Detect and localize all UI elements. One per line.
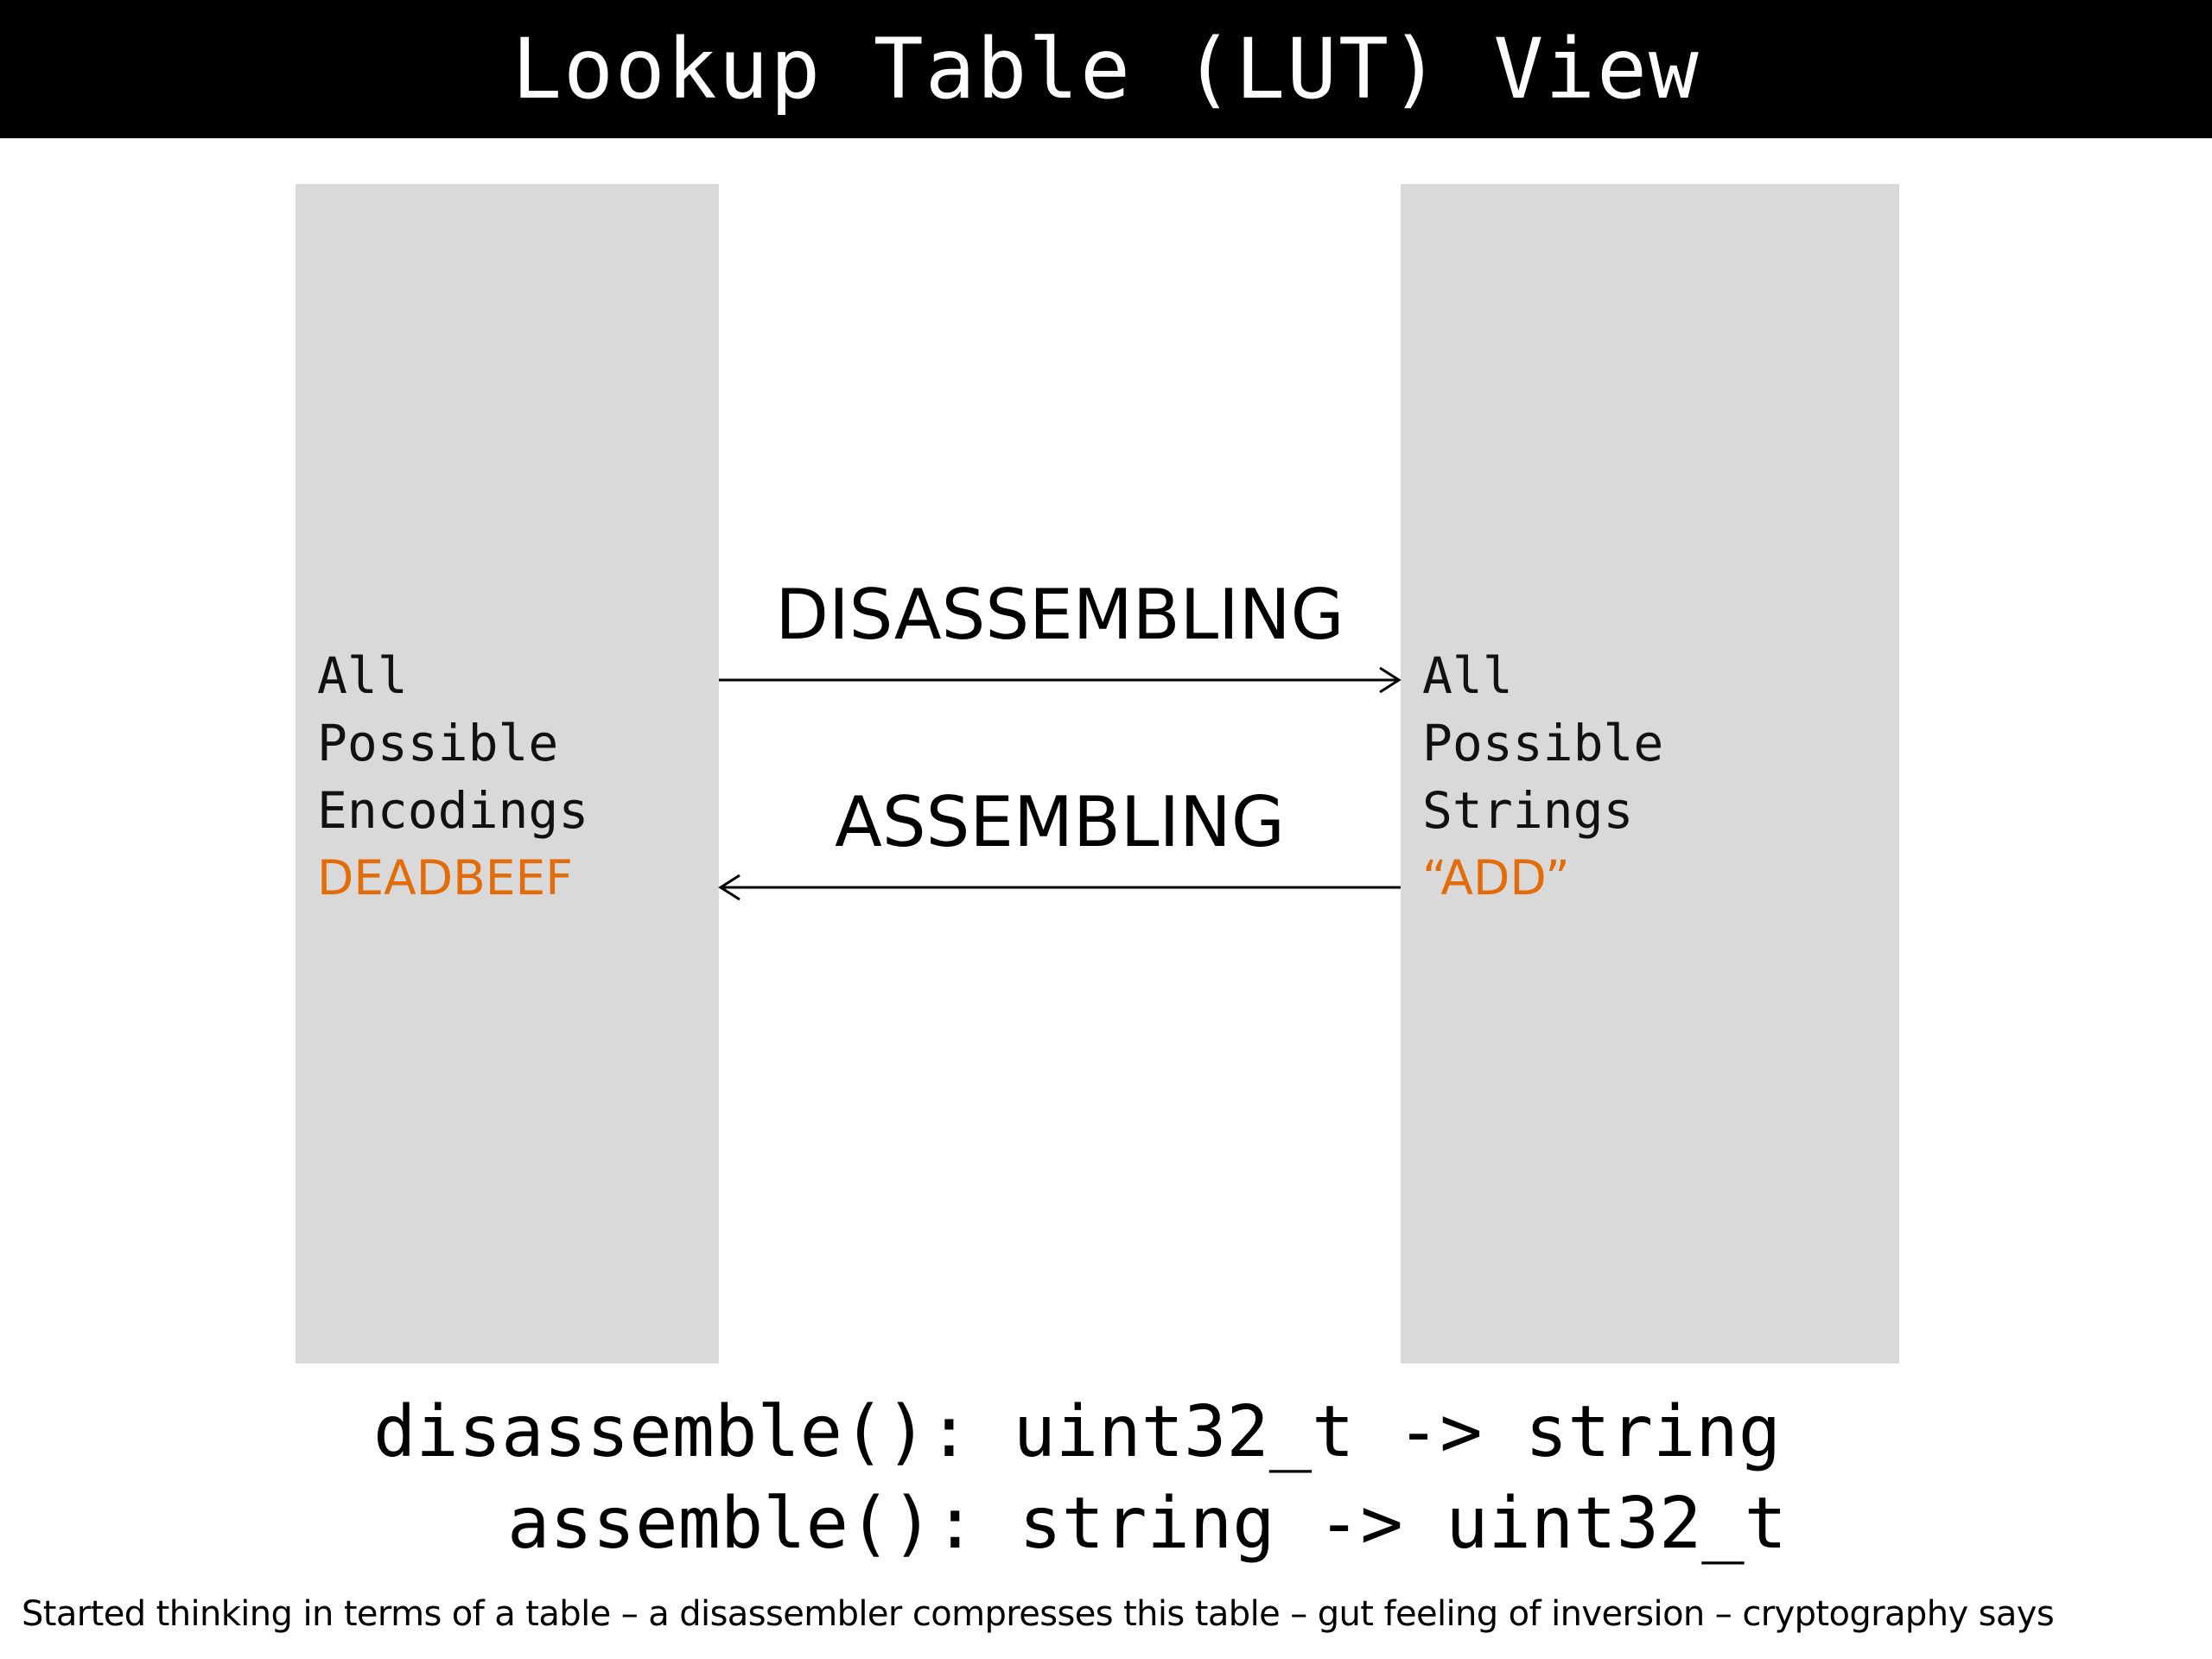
strings-line-2: Possible xyxy=(1422,714,1664,772)
title-bar: Lookup Table (LUT) View xyxy=(0,0,2212,138)
assembling-label: ASSEMBLING xyxy=(835,782,1285,862)
disassembling-label: DISASSEMBLING xyxy=(775,575,1344,655)
strings-label: All Possible Strings “ADD” xyxy=(1422,642,1663,912)
encoding-example: DEADBEEF xyxy=(317,850,573,906)
disassemble-signature: disassemble(): uint32_t -> string xyxy=(373,1391,1782,1473)
strings-line-3: Strings xyxy=(1422,781,1634,840)
encodings-line-1: All xyxy=(317,646,408,705)
assemble-signature: assemble(): string -> uint32_t xyxy=(507,1483,1788,1565)
footer-note: Started thinking in terms of a table – a… xyxy=(22,1594,2055,1634)
page-title: Lookup Table (LUT) View xyxy=(512,21,1700,118)
encodings-line-2: Possible xyxy=(317,714,559,772)
assembling-arrow xyxy=(718,874,1401,901)
encodings-label: All Possible Encodings DEADBEEF xyxy=(317,642,588,912)
encodings-line-3: Encodings xyxy=(317,781,589,840)
encodings-column: All Possible Encodings DEADBEEF xyxy=(296,184,719,1363)
string-example: “ADD” xyxy=(1422,850,1570,906)
strings-line-1: All xyxy=(1422,646,1513,705)
strings-column: All Possible Strings “ADD” xyxy=(1401,184,1899,1363)
disassembling-arrow xyxy=(719,666,1402,694)
